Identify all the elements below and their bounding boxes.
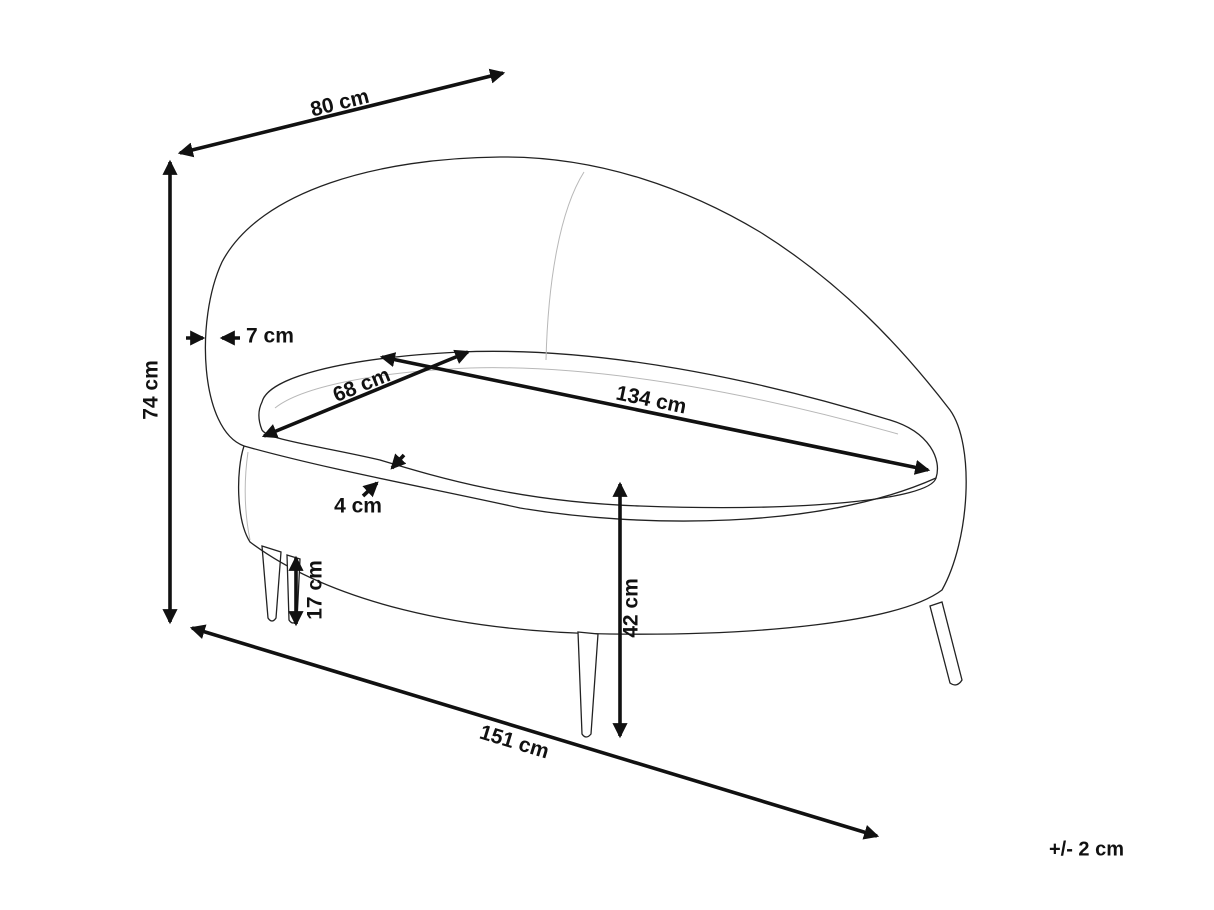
arrow-gap-bottom bbox=[361, 481, 379, 498]
label-leg-height: 17 cm bbox=[304, 560, 327, 620]
arrow-depth bbox=[177, 68, 506, 158]
arrow-gap-top bbox=[390, 453, 407, 470]
label-seat-depth: 68 cm bbox=[330, 363, 394, 407]
chaise-lounge-drawing bbox=[204, 156, 967, 738]
label-height: 74 cm bbox=[140, 360, 163, 420]
arrow-seat-width bbox=[379, 352, 931, 475]
label-depth: 80 cm bbox=[308, 85, 371, 122]
arrow-total-width bbox=[189, 624, 880, 840]
dimension-arrows bbox=[162, 68, 931, 840]
back-seam bbox=[545, 171, 585, 361]
tolerance-note: +/- 2 cm bbox=[1049, 838, 1124, 860]
seat-front-edge bbox=[243, 445, 937, 522]
seat-surface bbox=[258, 350, 939, 509]
label-seat-height: 42 cm bbox=[620, 578, 643, 638]
label-backrest-thickness: 7 cm bbox=[246, 325, 294, 348]
leg-back-right bbox=[929, 601, 963, 686]
leg-back-left bbox=[261, 545, 282, 622]
leg-front-center bbox=[577, 631, 599, 738]
label-cushion-gap: 4 cm bbox=[334, 495, 382, 518]
leg-front-left bbox=[286, 554, 301, 624]
front-panel-seam bbox=[244, 451, 251, 541]
chaise-body-outline bbox=[204, 156, 967, 635]
